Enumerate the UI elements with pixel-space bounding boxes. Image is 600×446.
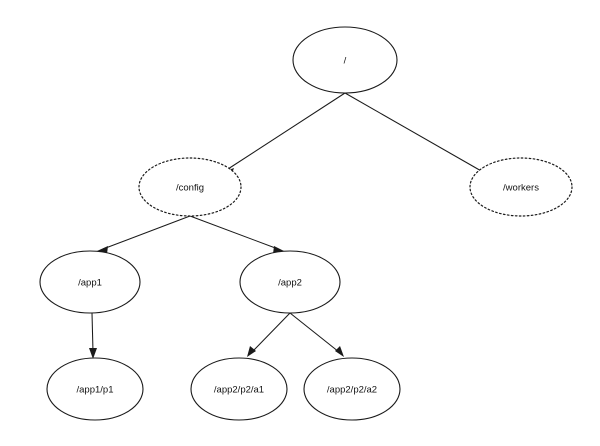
arrowhead-icon <box>335 346 344 357</box>
edge-line <box>289 312 340 353</box>
edge-root-to-config <box>223 92 346 176</box>
node-root[interactable]: / <box>292 26 398 94</box>
arrowhead-icon <box>247 346 256 357</box>
edge-line <box>344 92 484 173</box>
node-config[interactable]: /config <box>138 157 242 217</box>
node-app1[interactable]: /app1 <box>39 250 141 314</box>
node-layer: / /config /workers /app1 /app2 /app1/p1 … <box>39 26 573 421</box>
node-shape[interactable] <box>46 357 144 421</box>
edge-app2-to-app2p2a1 <box>247 312 291 357</box>
edge-root-to-workers <box>344 92 489 176</box>
node-app2-p2-a2[interactable]: /app2/p2/a2 <box>303 357 401 421</box>
edge-config-to-app2 <box>189 215 284 254</box>
edge-line <box>251 312 291 353</box>
node-shape[interactable] <box>138 157 242 217</box>
node-shape[interactable] <box>239 250 341 314</box>
edge-app1-to-app1p1 <box>89 312 97 359</box>
node-app2[interactable]: /app2 <box>239 250 341 314</box>
edge-app2-to-app2p2a2 <box>289 312 344 357</box>
edge-config-to-app1 <box>97 215 191 254</box>
node-app2-p2-a1[interactable]: /app2/p2/a1 <box>190 357 288 421</box>
edge-line <box>189 215 279 250</box>
node-workers[interactable]: /workers <box>469 157 573 217</box>
node-shape[interactable] <box>190 357 288 421</box>
node-shape[interactable] <box>303 357 401 421</box>
edge-line <box>91 312 94 353</box>
node-shape[interactable] <box>39 250 141 314</box>
edge-layer <box>89 92 489 359</box>
arrowhead-icon <box>89 348 97 359</box>
node-app1-p1[interactable]: /app1/p1 <box>46 357 144 421</box>
node-shape[interactable] <box>292 26 398 94</box>
edge-line <box>227 92 346 170</box>
edge-line <box>102 215 191 250</box>
node-shape[interactable] <box>469 157 573 217</box>
